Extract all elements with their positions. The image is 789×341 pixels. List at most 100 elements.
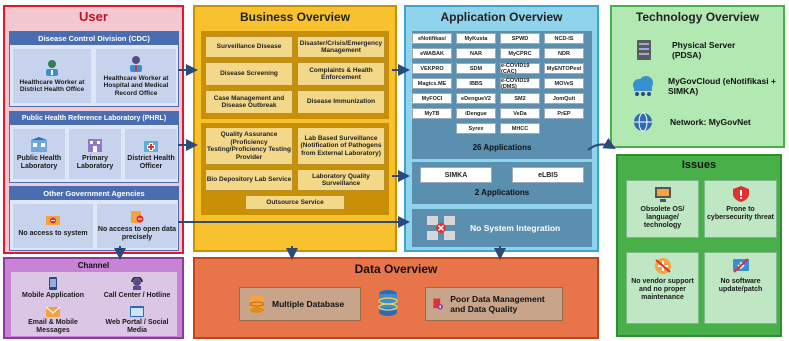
web-portal-icon bbox=[130, 305, 144, 317]
app-item: MyKusta bbox=[456, 33, 496, 44]
app-item: eDengueV2 bbox=[456, 93, 496, 104]
healthcare-worker-icon bbox=[46, 59, 58, 76]
business-cell: Complaints & Health Enforcement bbox=[297, 62, 385, 86]
cdc-item-label: Healthcare Worker at District Health Off… bbox=[19, 78, 85, 94]
obsolete-icon bbox=[654, 187, 671, 202]
issue-label: No vendor support and no proper maintena… bbox=[631, 278, 694, 301]
network-icon bbox=[634, 112, 652, 132]
data-panel: Data Overview Multiple Database Poor Dat… bbox=[193, 257, 599, 339]
other-item-label: No access to open data precisely bbox=[97, 226, 177, 241]
user-title: User bbox=[79, 9, 108, 24]
phrl-header: Public Health Reference Laboratory (PHRL… bbox=[10, 112, 178, 125]
app-simka: SIMKA bbox=[420, 167, 492, 183]
app-item: eNotifikasi bbox=[412, 33, 452, 44]
app-item: iDengue bbox=[456, 108, 496, 119]
phrl-item-public-lab: Public Health Laboratory bbox=[13, 129, 65, 179]
other-item-no-open-data: No access to open data precisely bbox=[97, 204, 177, 248]
tech-item-network: Network: MyGovNet bbox=[632, 111, 760, 133]
issue-update: No software update/patch bbox=[704, 252, 777, 324]
call-center-icon bbox=[131, 276, 143, 290]
business-title: Business Overview bbox=[239, 10, 351, 24]
channel-item-email: Email & Mobile Messages bbox=[13, 304, 93, 336]
laboratory-icon bbox=[31, 137, 47, 152]
business-cell: Disaster/Crisis/Emergency Management bbox=[297, 36, 385, 58]
issue-obsolete: Obsolete OS/ language/ technology bbox=[626, 180, 699, 238]
database-stack-icon bbox=[378, 290, 398, 316]
business-cell: Surveillance Disease bbox=[205, 36, 293, 58]
app-item: IBBS bbox=[456, 78, 496, 89]
application-title: Application Overview bbox=[440, 10, 563, 24]
other-item-no-access: No access to system bbox=[13, 204, 93, 248]
business-cell: Disease Immunization bbox=[297, 90, 385, 114]
tech-item-label: Network: MyGovNet bbox=[670, 117, 751, 127]
user-panel: User Disease Control Division (CDC) Heal… bbox=[3, 5, 184, 254]
channel-item-mobile: Mobile Application bbox=[13, 274, 93, 302]
cdc-item-hospital: Healthcare Worker at Hospital and Medica… bbox=[96, 49, 176, 103]
hospital-worker-icon bbox=[130, 55, 142, 72]
issue-label: Prone to cybersecurity threat bbox=[707, 206, 774, 221]
phrl-item-district-officer: District Health Officer bbox=[125, 129, 177, 179]
issue-label: No software update/patch bbox=[718, 278, 763, 293]
business-cell: Lab Based Surveillance (Notification of … bbox=[297, 127, 385, 165]
app-item: eWABAK bbox=[412, 48, 452, 59]
app-elbis: eLBIS bbox=[512, 167, 584, 183]
phrl-item-label: Public Health Laboratory bbox=[16, 155, 62, 170]
app-item: e-COVID19 (CAC) bbox=[500, 63, 540, 75]
app-item: Syrex bbox=[456, 123, 496, 134]
phrl-item-label: Primary Laboratory bbox=[76, 155, 114, 170]
tech-item-server: Physical Server (PDSA) bbox=[634, 39, 752, 61]
app-item: MyCPRC bbox=[500, 48, 540, 59]
app-item: MHCC bbox=[500, 123, 540, 134]
app-item: SM2 bbox=[500, 93, 540, 104]
data-title: Data Overview bbox=[354, 262, 438, 276]
multiple-db-label: Multiple Database bbox=[272, 299, 345, 309]
business-panel: Business Overview Surveillance Disease D… bbox=[193, 5, 397, 252]
issue-vendor: No vendor support and no proper maintena… bbox=[626, 252, 699, 324]
cyber-threat-icon bbox=[732, 186, 749, 202]
cdc-group: Disease Control Division (CDC) Healthcar… bbox=[9, 31, 179, 107]
vendor-support-icon bbox=[654, 258, 671, 274]
app-item: MOVeS bbox=[544, 78, 584, 89]
primary-lab-icon bbox=[88, 139, 102, 152]
other-item-label: No access to system bbox=[18, 230, 88, 237]
other-agencies-group: Other Government Agencies No access to s… bbox=[9, 186, 179, 251]
health-officer-icon bbox=[144, 141, 158, 152]
two-apps-count: 2 Applications bbox=[474, 188, 530, 197]
no-data-icon bbox=[131, 211, 144, 223]
email-icon bbox=[46, 306, 60, 317]
cdc-item-district: Healthcare Worker at District Health Off… bbox=[13, 49, 91, 103]
app-item: VEKPRO bbox=[412, 63, 452, 74]
technology-title: Technology Overview bbox=[635, 10, 760, 24]
no-integration-box: No System Integration bbox=[412, 209, 592, 247]
database-icon bbox=[249, 295, 265, 313]
app-item: Magics.ME bbox=[412, 78, 452, 89]
app-item: MyFOCI bbox=[412, 93, 452, 104]
business-cell: Quality Assurance (Proficiency Testing/P… bbox=[205, 127, 293, 165]
app-item: MyTB bbox=[412, 108, 452, 119]
business-cell: Disease Screening bbox=[205, 62, 293, 86]
business-outsource: Outsource Service bbox=[245, 195, 345, 210]
cdc-header: Disease Control Division (CDC) bbox=[10, 32, 178, 45]
channel-item-web: Web Portal / Social Media bbox=[97, 304, 177, 336]
issue-cyber: Prone to cybersecurity threat bbox=[704, 180, 777, 238]
software-update-icon bbox=[732, 258, 749, 273]
app-item: NDR bbox=[544, 48, 584, 59]
business-cell: Case Management and Disease Outbreak bbox=[205, 90, 293, 114]
phrl-item-label: District Health Officer bbox=[127, 155, 175, 170]
multiple-db-box: Multiple Database bbox=[239, 287, 361, 321]
tech-item-label: MyGovCloud (eNotifikasi + SIMKA) bbox=[668, 76, 776, 96]
app-item: e-COVID19 (DMS) bbox=[500, 78, 540, 90]
channel-item-label: Mobile Application bbox=[22, 291, 84, 299]
channel-panel: Channel Mobile Application Call Center /… bbox=[3, 257, 184, 339]
integration-icon bbox=[427, 216, 455, 240]
app-item: VeDa bbox=[500, 108, 540, 119]
business-cell: Bio Depository Lab Service bbox=[205, 169, 293, 191]
poor-data-label: Poor Data Management and Data Quality bbox=[450, 294, 545, 314]
app-item: PrEP bbox=[544, 108, 584, 119]
mobile-icon bbox=[49, 276, 57, 290]
business-cell: Laboratory Quality Surveillance bbox=[297, 169, 385, 191]
tech-item-cloud: MyGovCloud (eNotifikasi + SIMKA) bbox=[630, 75, 788, 97]
channel-item-label: Web Portal / Social Media bbox=[105, 318, 169, 334]
poor-data-box: Poor Data Management and Data Quality bbox=[425, 287, 563, 321]
technology-panel: Technology Overview Physical Server (PDS… bbox=[610, 5, 785, 148]
